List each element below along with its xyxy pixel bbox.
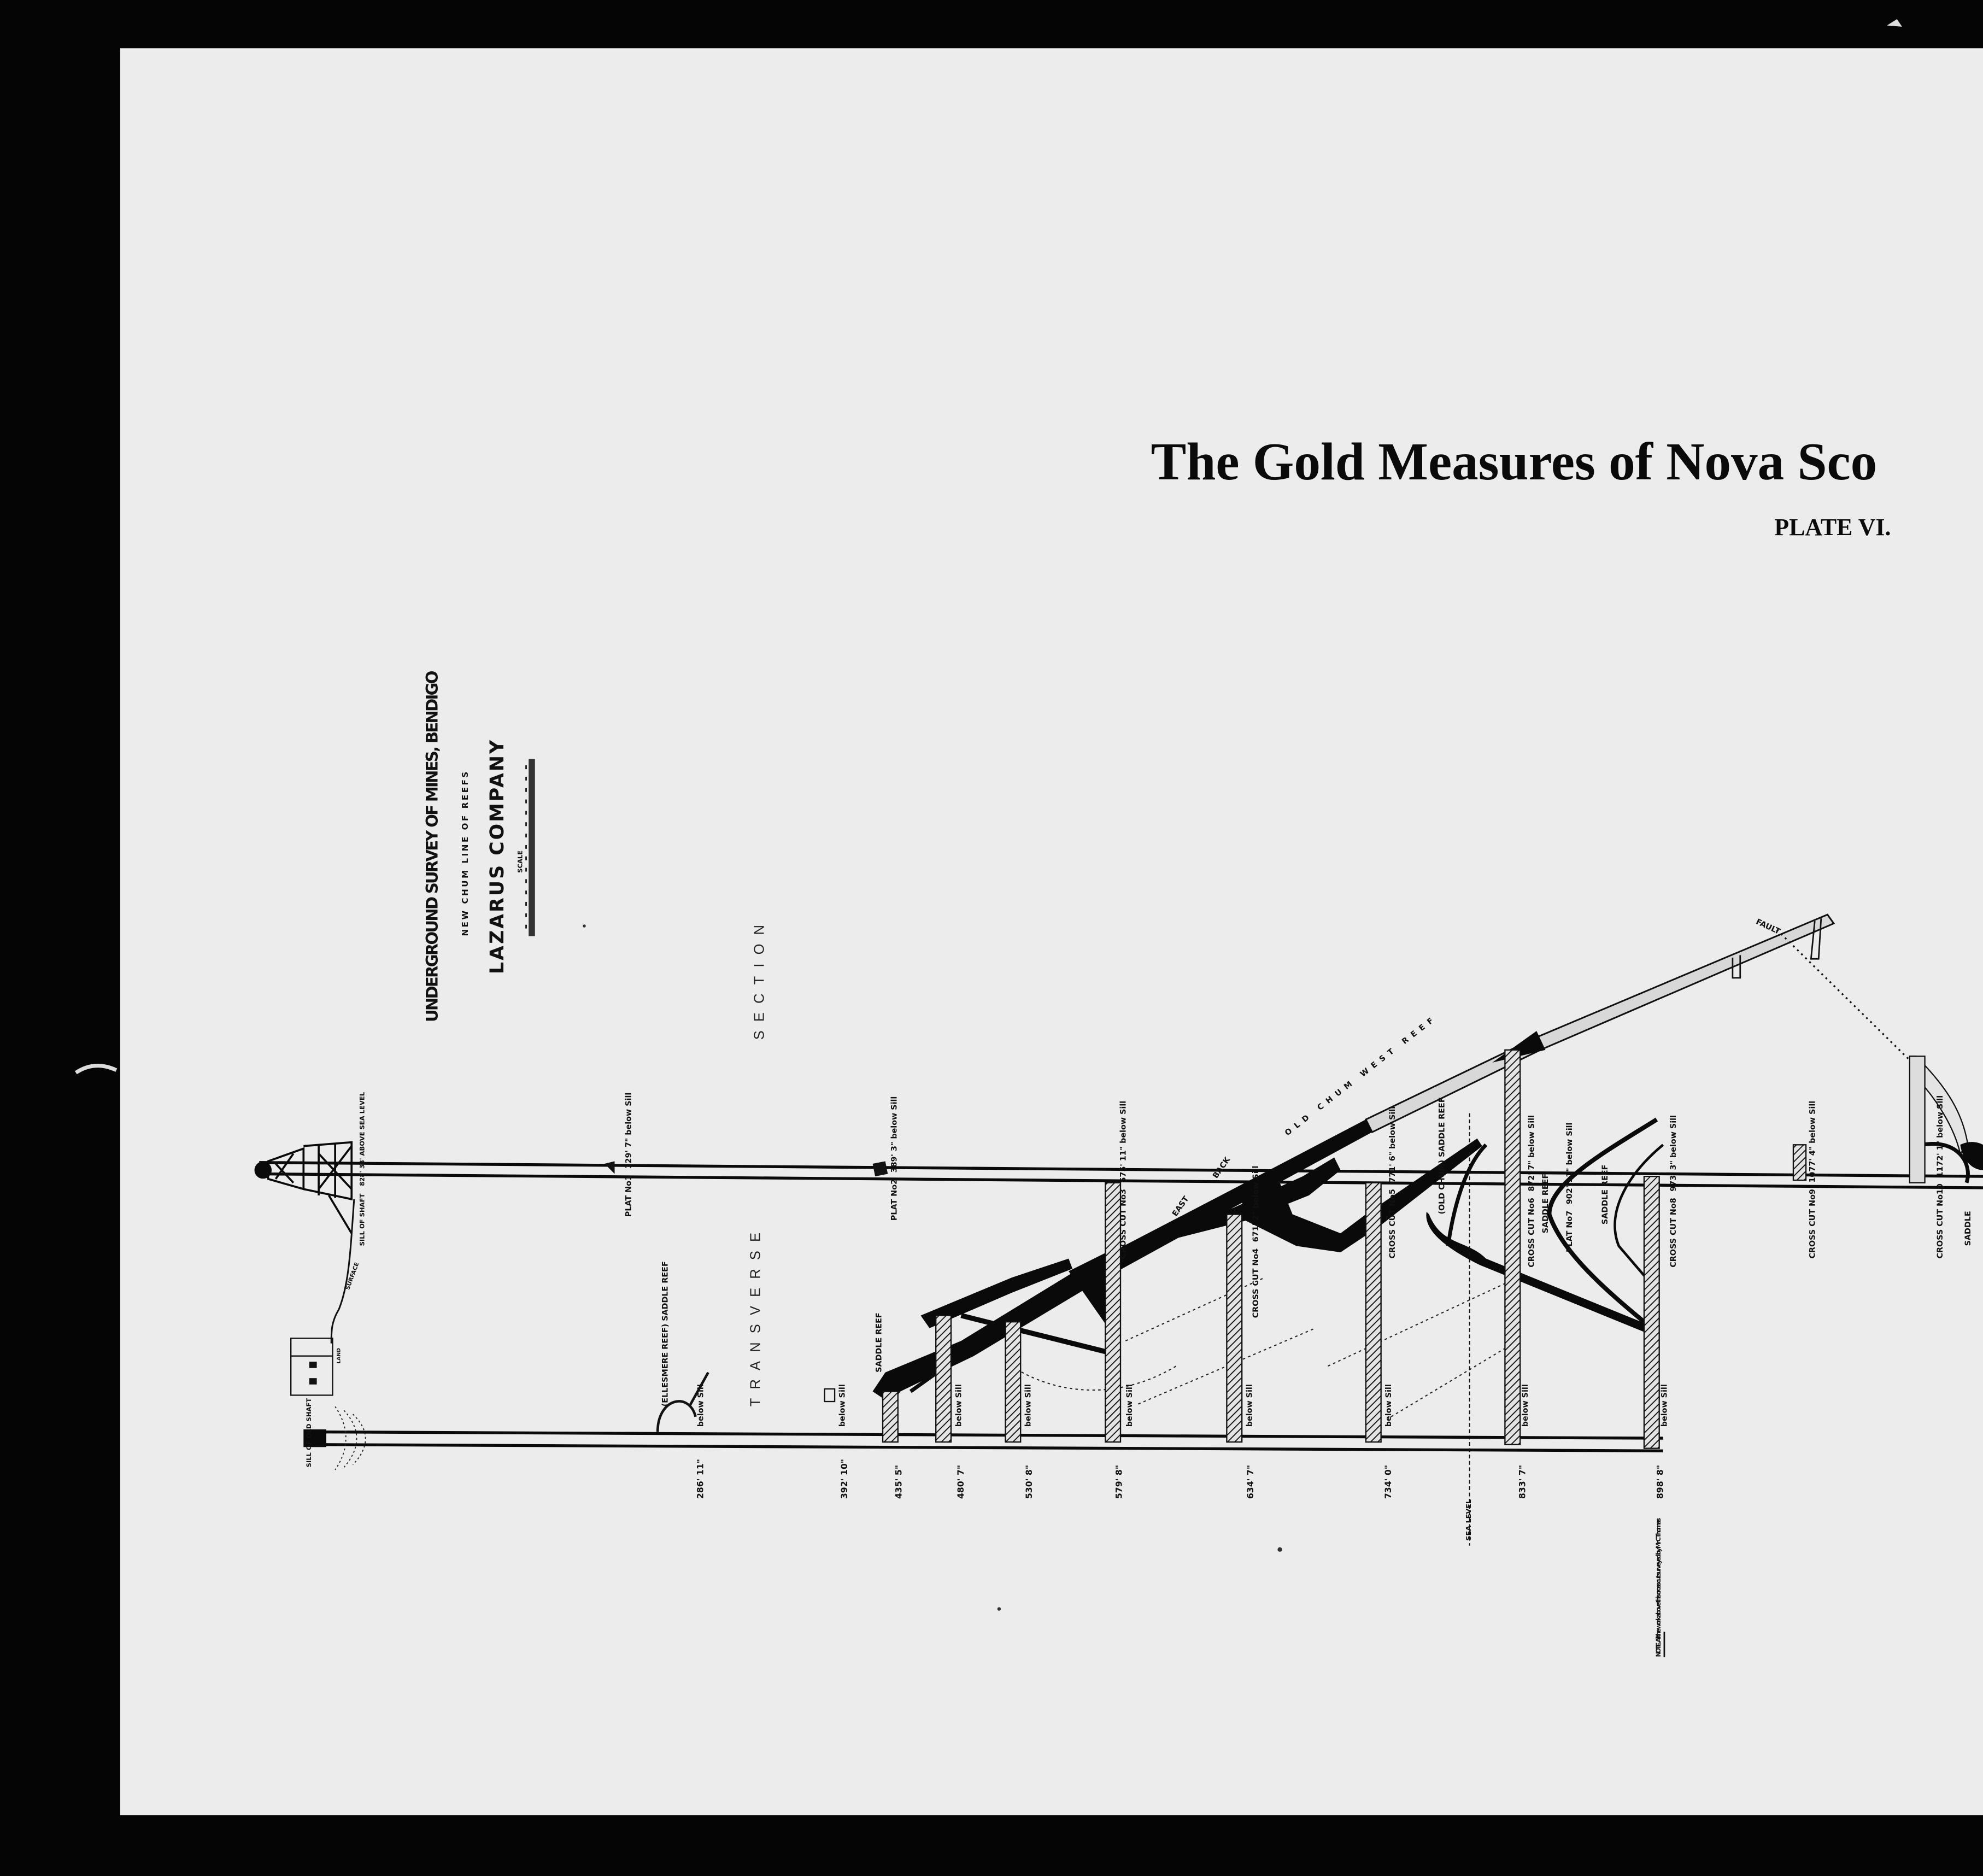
level-label: CROSS CUT No10 1172' 1" below Sill — [1936, 1095, 1945, 1259]
reef-label: SADDLE REEF — [875, 1312, 884, 1373]
plate-number: PLATE VI. — [1774, 514, 1891, 541]
level-label: PLAT No7 902' 11" below Sill — [1565, 1123, 1574, 1252]
level-depth: 1077' 4" below Sill — [1808, 1101, 1817, 1183]
level-depth: 973' 3" below Sill — [1669, 1115, 1678, 1192]
depth-label: 286' 11" — [695, 1459, 705, 1499]
level-label: CROSS CUT No3 575' 11" below Sill — [1119, 1101, 1128, 1259]
reef-label: below Sill — [696, 1384, 705, 1427]
survey-note: NOTE. All the work above this cross cut … — [1655, 1518, 1662, 1657]
reef-label: below Sill — [1384, 1384, 1393, 1427]
level-name: PLAT No7 — [1565, 1211, 1574, 1252]
level-label: PLAT No1 129' 7" below Sill — [625, 1093, 633, 1217]
shaft-sill-label: SILL OF SHAFT 828' 38' ABOVE SEA LEVEL — [358, 1092, 366, 1246]
old-shaft-dotted-arcs — [335, 1406, 366, 1470]
reef-label: SADDLE — [1964, 1211, 1973, 1246]
level-name: PLAT No2 — [890, 1179, 899, 1221]
level-name: CROSS CUT No9 — [1808, 1189, 1817, 1258]
reef-label: below Sill — [838, 1384, 847, 1427]
level-name: CROSS CUT No5 — [1388, 1189, 1397, 1258]
section-word-transverse: TRANSVERSE — [748, 1224, 764, 1406]
scan-artifact — [1887, 19, 1902, 27]
level-label: PLAT No2 389' 3" below Sill — [890, 1097, 899, 1221]
engine-house-icon — [290, 1338, 333, 1396]
level-label: CROSS CUT No5 771' 6" below Sill — [1388, 1106, 1397, 1259]
lower-depth-labels: 286' 11" 392' 10" 435' 5" 480' 7" 530' 8… — [695, 1459, 1665, 1499]
reef-system — [604, 913, 1983, 1449]
depth-label: 579' 8" — [1113, 1465, 1124, 1499]
headframe-icon — [254, 1141, 353, 1234]
reef-label: below Sill — [1661, 1384, 1669, 1427]
level-name: CROSS CUT No10 — [1936, 1183, 1945, 1258]
level-name: PLAT No1 — [625, 1175, 633, 1217]
scan-artifact — [74, 1064, 118, 1075]
level-depth: 771' 6" below Sill — [1388, 1106, 1397, 1183]
reef-label: below Sill — [1521, 1384, 1530, 1427]
level-depth: 902' 11" below Sill — [1565, 1123, 1574, 1205]
plate-title: The Gold Measures of Nova Sco — [1151, 432, 1878, 491]
legend-company: LAZARUS COMPANY — [486, 740, 508, 974]
depth-label: 530' 8" — [1024, 1465, 1034, 1499]
reef-label: SADDLE REEF — [1601, 1165, 1610, 1225]
sea-level-label: SEA LEVEL — [1464, 1499, 1472, 1541]
depth-label: 734' 0" — [1383, 1465, 1393, 1499]
old-shaft — [309, 1430, 1663, 1452]
level-depth: 575' 11" below Sill — [1119, 1101, 1128, 1183]
level-label: CROSS CUT No4 671' 2" below Sill — [1252, 1166, 1260, 1318]
level-labels: PLAT No1 129' 7" below Sill PLAT No2 389' … — [625, 1093, 1945, 1318]
depth-label: 898' 8" — [1655, 1465, 1665, 1499]
surface-label-above-sea: 828' 38' ABOVE SEA LEVEL — [358, 1092, 366, 1186]
level-label: CROSS CUT No6 872' 7" below Sill — [1528, 1115, 1536, 1268]
section-word-section: SECTION — [752, 916, 767, 1040]
main-shaft — [259, 1161, 1983, 1189]
reef-label: (OLD CHUM) SADDLE REEF — [1438, 1097, 1446, 1214]
level-name: CROSS CUT No4 — [1252, 1248, 1260, 1318]
paper-speck — [997, 1607, 1001, 1611]
reef-label: (ELLESMERE REEF) SADDLE REEF — [661, 1261, 670, 1406]
level-depth: 872' 7" below Sill — [1528, 1115, 1536, 1192]
old-shaft-sill — [303, 1429, 326, 1447]
engine-house-label: LAND — [336, 1348, 342, 1364]
survey-legend: UNDERGROUND SURVEY OF MINES, BENDIGO NEW… — [423, 671, 535, 1022]
surface-line — [330, 1199, 355, 1344]
crosscut-hatching — [882, 1049, 1926, 1449]
paper-speck — [583, 924, 586, 928]
scale-label: SCALE — [517, 851, 524, 873]
level-name: CROSS CUT No8 — [1669, 1198, 1678, 1267]
depth-label: 392' 10" — [839, 1459, 849, 1499]
reef-label: below Sill — [954, 1384, 963, 1427]
level-label: CROSS CUT No9 1077' 4" below Sill — [1808, 1101, 1817, 1259]
level-depth: 671' 2" below Sill — [1252, 1166, 1260, 1242]
scale-bar — [525, 759, 535, 936]
old-shaft-label: SILL OF OLD SHAFT — [305, 1398, 313, 1468]
depth-label: 634' 7" — [1245, 1465, 1255, 1499]
level-name: CROSS CUT No3 — [1119, 1189, 1128, 1258]
reef-label: below Sill — [1125, 1384, 1134, 1427]
depth-label: 480' 7" — [955, 1465, 966, 1499]
surface-label-sill-of-shaft: SILL OF SHAFT — [358, 1194, 366, 1246]
level-depth: 129' 7" below Sill — [625, 1093, 633, 1169]
paper-sheet — [120, 48, 1983, 1815]
level-depth: 1172' 1" below Sill — [1936, 1095, 1945, 1177]
depth-label: 833' 7" — [1517, 1465, 1527, 1499]
legend-subheading: NEW CHUM LINE OF REEFS — [460, 772, 470, 936]
depth-label: 435' 5" — [894, 1465, 904, 1499]
reef-label: below Sill — [1246, 1384, 1254, 1427]
reef-label: below Sill — [1024, 1384, 1033, 1427]
legend-heading: UNDERGROUND SURVEY OF MINES, BENDIGO — [423, 671, 442, 1022]
reef-label: SADDLE REEF — [1541, 1174, 1550, 1234]
level-name: CROSS CUT No6 — [1528, 1198, 1536, 1267]
paper-speck — [1277, 1547, 1282, 1552]
level-depth: 389' 3" below Sill — [890, 1097, 899, 1173]
level-label: CROSS CUT No8 973' 3" below Sill — [1669, 1115, 1678, 1268]
